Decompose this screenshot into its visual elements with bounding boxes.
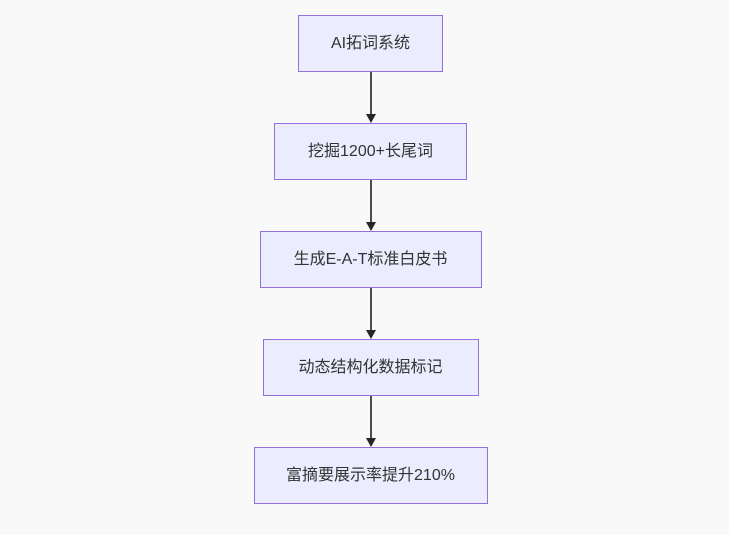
arrow-down-icon bbox=[365, 222, 376, 231]
flow-edge-2 bbox=[365, 180, 377, 231]
flow-edge-3 bbox=[365, 288, 377, 339]
edge-line bbox=[369, 180, 372, 223]
edge-line bbox=[369, 72, 372, 115]
flow-node-rich-snippet-rate: 富摘要展示率提升210% bbox=[253, 447, 488, 504]
flow-node-label: 动态结构化数据标记 bbox=[298, 358, 443, 376]
flow-edge-4 bbox=[365, 396, 377, 447]
arrow-down-icon bbox=[365, 330, 376, 339]
flow-node-label: AI拓词系统 bbox=[330, 34, 411, 52]
edge-line bbox=[369, 396, 372, 439]
flow-node-label: 生成E-A-T标准白皮书 bbox=[293, 250, 448, 268]
flow-edge-1 bbox=[365, 72, 377, 123]
flow-node-ai-expansion-system: AI拓词系统 bbox=[298, 15, 443, 72]
flow-node-label: 挖掘1200+长尾词 bbox=[308, 142, 433, 160]
flow-node-eat-whitepaper: 生成E-A-T标准白皮书 bbox=[259, 231, 482, 288]
flow-node-label: 富摘要展示率提升210% bbox=[286, 466, 455, 484]
flow-node-structured-data-markup: 动态结构化数据标记 bbox=[262, 339, 479, 396]
flow-node-longtail-keywords: 挖掘1200+长尾词 bbox=[274, 123, 467, 180]
edge-line bbox=[369, 288, 372, 331]
arrow-down-icon bbox=[365, 438, 376, 447]
flowchart-canvas: AI拓词系统 挖掘1200+长尾词 生成E-A-T标准白皮书 动态结构化数据标记… bbox=[6, 0, 729, 535]
arrow-down-icon bbox=[365, 114, 376, 123]
